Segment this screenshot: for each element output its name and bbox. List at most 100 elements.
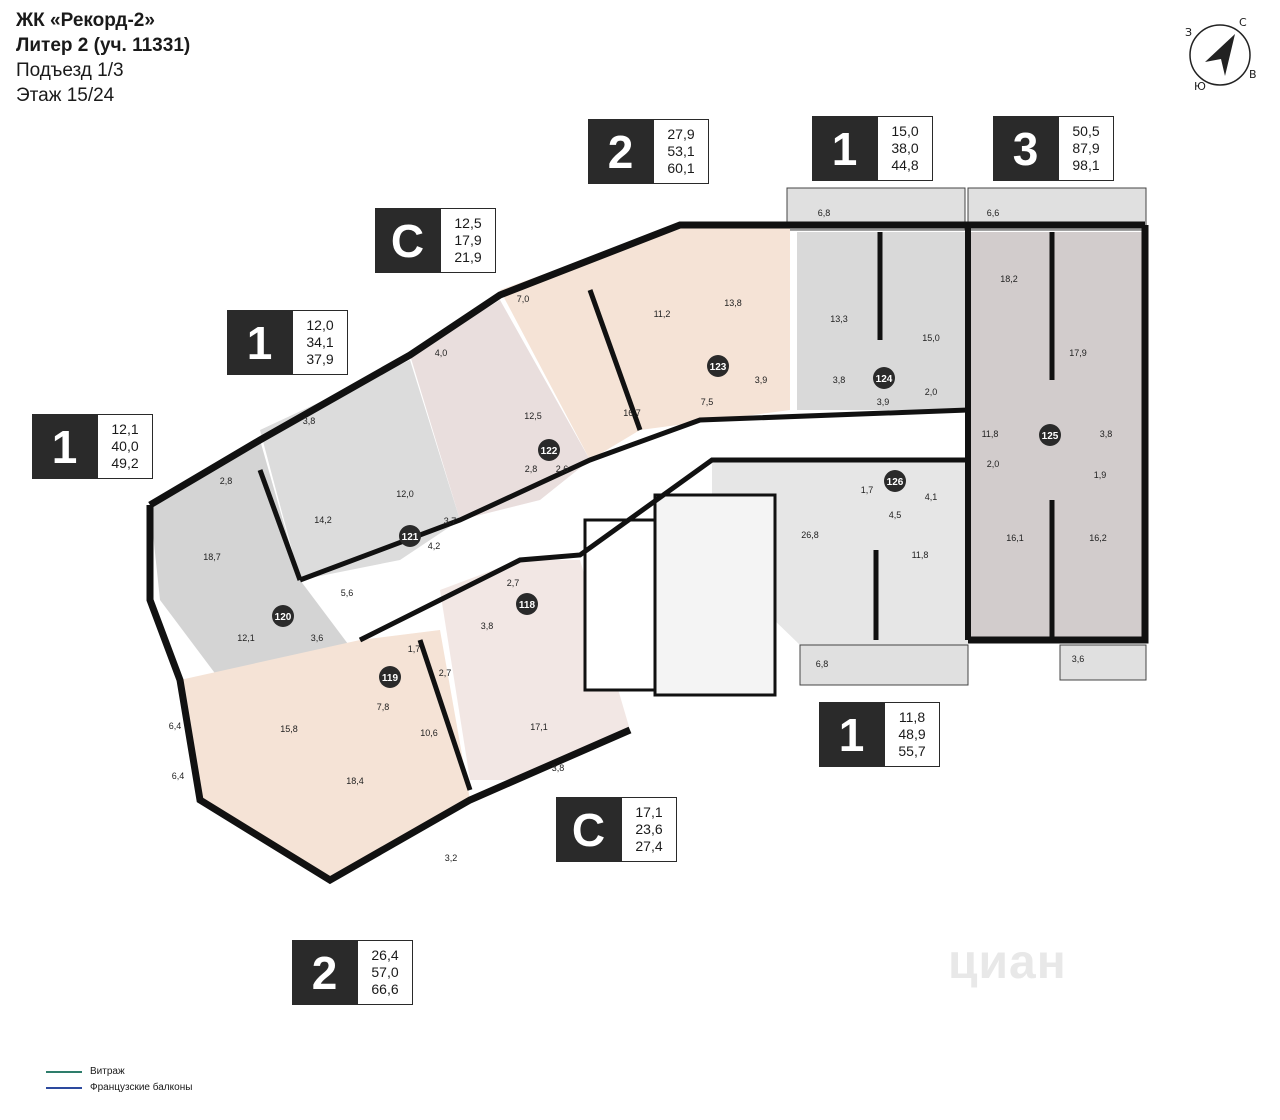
- outer-wall-right: [968, 225, 1149, 644]
- room-area: 2,8: [220, 476, 233, 486]
- room-area: 16,7: [623, 408, 641, 418]
- room-area: 2,0: [987, 459, 1000, 469]
- outer-wall-top: [148, 221, 1145, 509]
- apt-number[interactable]: 126: [887, 477, 904, 488]
- compass-north: С: [1239, 16, 1247, 29]
- apt-number[interactable]: 119: [382, 673, 399, 684]
- legend-french: Французские балконы: [46, 1082, 192, 1093]
- room-area: 2,7: [439, 668, 452, 678]
- apt-number[interactable]: 124: [876, 374, 893, 385]
- room-area: 3,9: [755, 375, 768, 385]
- room-area: 6,6: [987, 208, 1000, 218]
- complex-name: ЖК «Рекорд-2»: [16, 10, 155, 31]
- room-area: 12,5: [524, 411, 542, 421]
- balcony-126: [799, 644, 969, 686]
- apt-118-shape[interactable]: [440, 560, 630, 780]
- compass: З С В Ю: [1181, 16, 1259, 94]
- apt-markers: [272, 355, 1061, 688]
- room-area: 12,0: [396, 489, 414, 499]
- room-area: 3,7: [444, 516, 457, 526]
- legend-vitrage: Витраж: [46, 1066, 125, 1077]
- unit-type: 1: [812, 116, 877, 181]
- room-area: 4,2: [428, 541, 441, 551]
- room-area: 16,2: [1089, 533, 1107, 543]
- unit-type: 2: [292, 940, 357, 1005]
- corridor-wall-lower: [358, 457, 968, 643]
- apt-number[interactable]: 120: [275, 612, 292, 623]
- room-area: 6,4: [169, 721, 182, 731]
- entrance-label: Подъезд 1/3: [16, 60, 124, 81]
- outer-wall-left: [146, 505, 632, 885]
- compass-south: Ю: [1194, 80, 1206, 93]
- apt-number[interactable]: 121: [402, 532, 419, 543]
- room-area: 3,8: [303, 416, 316, 426]
- apt-123-shape[interactable]: [500, 225, 790, 460]
- room-area: 15,8: [280, 724, 298, 734]
- unit-type: 3: [993, 116, 1058, 181]
- room-area: 3,6: [311, 633, 324, 643]
- watermark: циан: [948, 936, 1067, 989]
- french-balcony-line-icon: [46, 1086, 82, 1089]
- stair-core: [653, 493, 777, 697]
- room-area: 5,6: [341, 588, 354, 598]
- room-area: 11,2: [654, 309, 671, 319]
- legend-label: Французские балконы: [90, 1082, 193, 1093]
- room-area: 17,9: [1069, 348, 1087, 358]
- unit-type: С: [375, 208, 440, 273]
- room-area: 3,9: [877, 397, 890, 407]
- compass-east: В: [1249, 68, 1257, 81]
- apt-number[interactable]: 125: [1042, 431, 1059, 442]
- room-area: 15,0: [922, 333, 940, 343]
- room-area: 6,4: [172, 771, 185, 781]
- apt-120-shape[interactable]: [150, 440, 360, 720]
- unit-type: 1: [32, 414, 97, 479]
- room-area: 7,0: [517, 294, 530, 304]
- apt-119-shape[interactable]: [180, 630, 470, 880]
- room-area: 3,8: [833, 375, 846, 385]
- room-area: 26,8: [801, 530, 819, 540]
- apt-number[interactable]: 122: [541, 446, 558, 457]
- room-area: 7,8: [377, 702, 390, 712]
- room-area: 3,8: [552, 763, 565, 773]
- wall: [257, 469, 303, 581]
- room-area: 2,7: [507, 578, 520, 588]
- apt-122-shape[interactable]: [410, 300, 590, 520]
- wall: [587, 289, 643, 431]
- vitrage-line-icon: [46, 1070, 82, 1073]
- room-area: 18,7: [203, 552, 221, 562]
- room-area: 2,0: [925, 387, 938, 397]
- room-area: 6,8: [816, 659, 829, 669]
- room-area: 13,3: [830, 314, 848, 324]
- room-area: 13,8: [724, 298, 742, 308]
- room-area: 18,4: [346, 776, 364, 786]
- room-area: 3,8: [481, 621, 494, 631]
- apt-number[interactable]: 118: [519, 600, 536, 611]
- apt-number[interactable]: 123: [710, 362, 727, 373]
- liter-label: Литер 2 (уч. 11331): [16, 35, 191, 56]
- room-area: 18,2: [1000, 274, 1018, 284]
- room-area: 7,5: [701, 397, 714, 407]
- room-area: 11,8: [982, 429, 999, 439]
- room-area: 12,1: [237, 633, 255, 643]
- floor-label: Этаж 15/24: [16, 85, 115, 106]
- room-area: 1,7: [861, 485, 874, 495]
- unit-type: 2: [588, 119, 653, 184]
- wall: [417, 639, 473, 791]
